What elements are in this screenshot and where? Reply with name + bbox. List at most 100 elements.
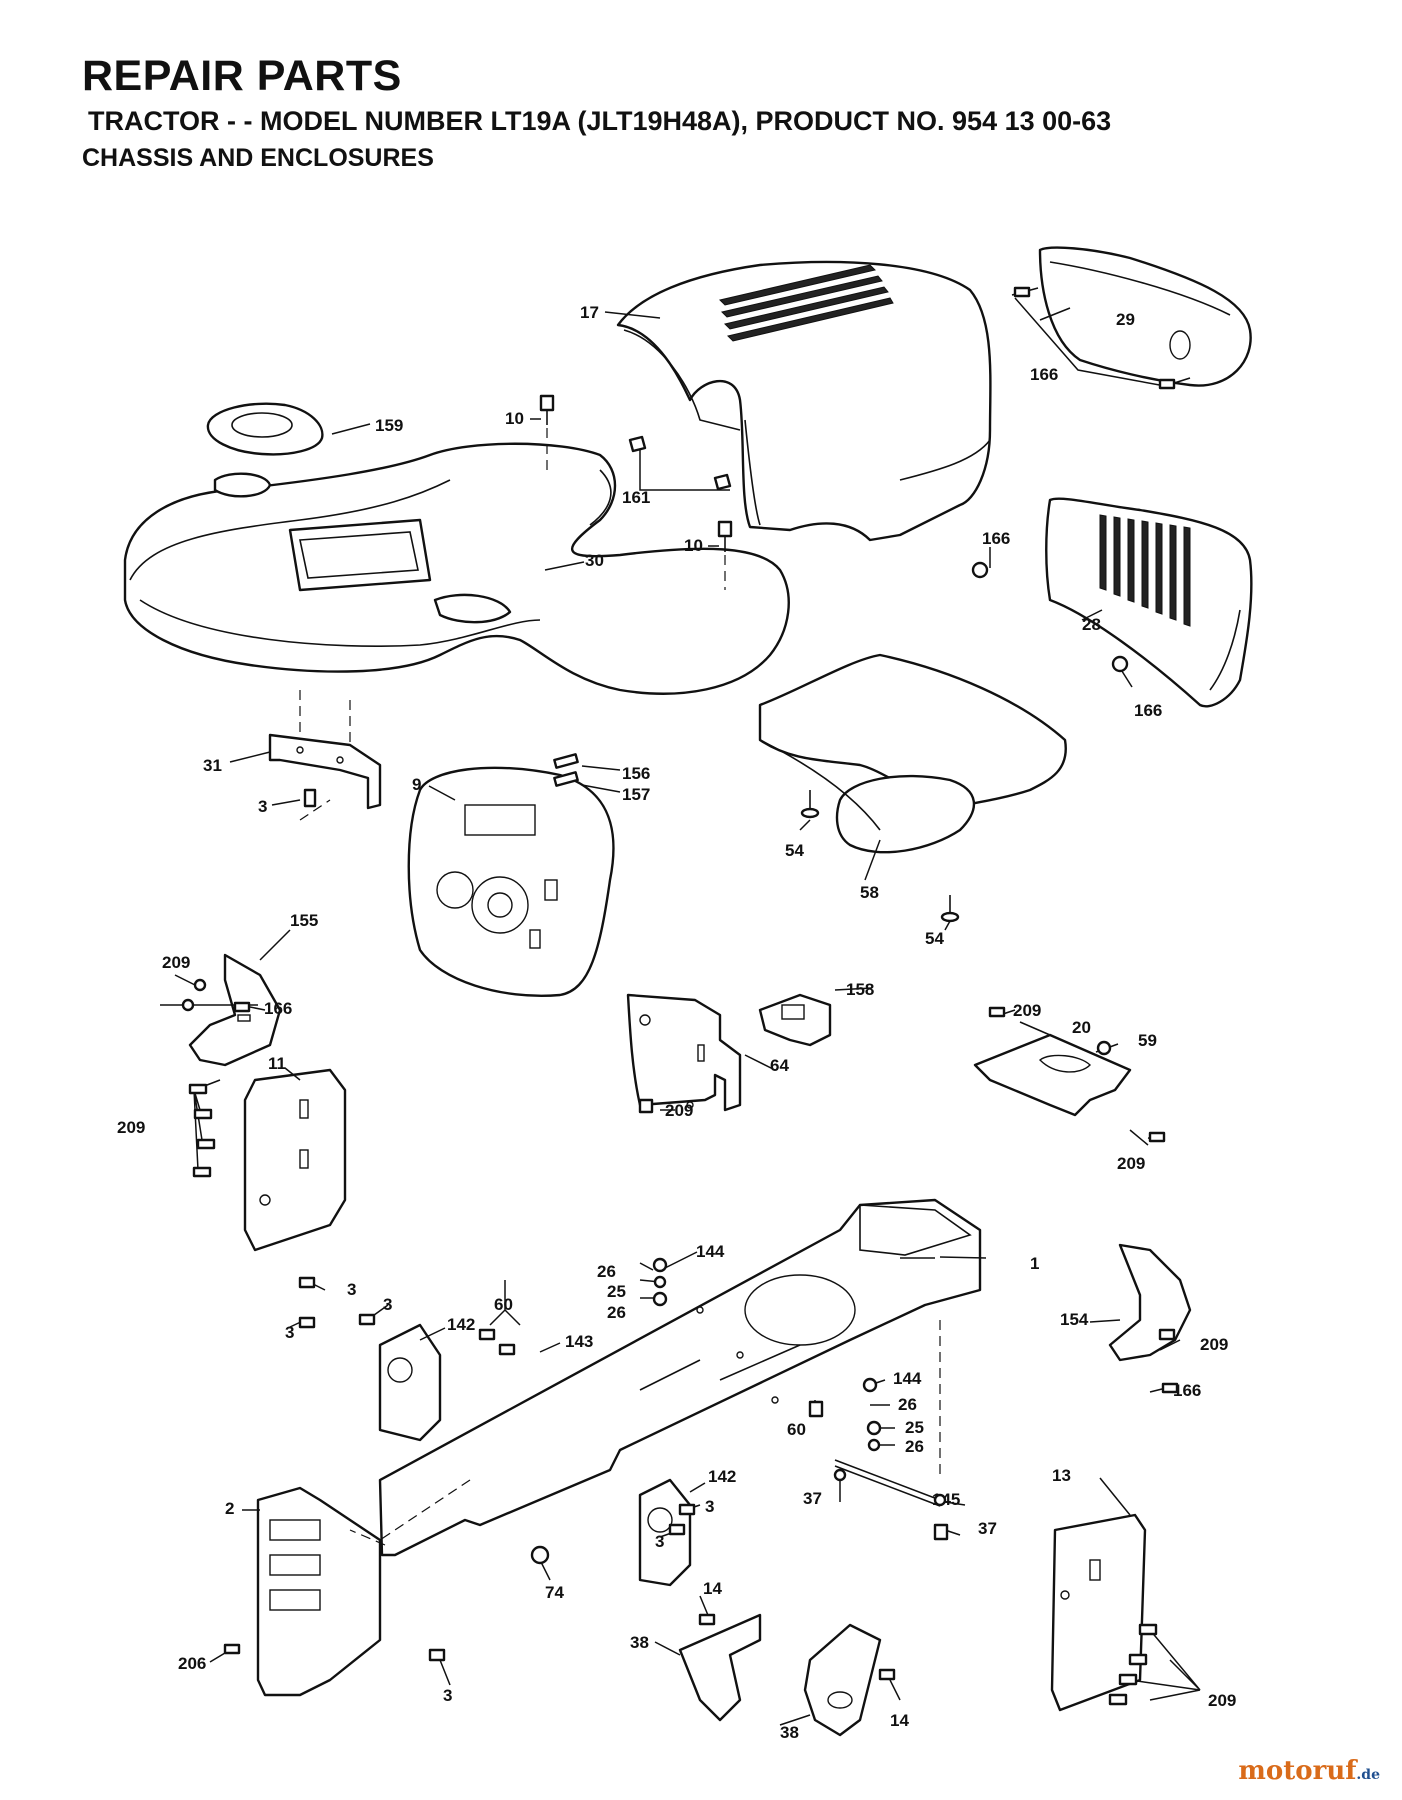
callout-label: 156 <box>622 764 650 783</box>
callout-label: 26 <box>597 1262 616 1281</box>
bracket-142a-part <box>378 1323 442 1442</box>
callout-label: 144 <box>893 1369 922 1388</box>
callout-label: 17 <box>580 303 599 322</box>
side-plate-13-part <box>1050 1513 1147 1712</box>
plate-20-part <box>973 1033 1132 1117</box>
callout-label: 166 <box>264 999 292 1018</box>
page-title: REPAIR PARTS <box>82 52 402 100</box>
leader-lines <box>160 297 1201 1726</box>
hood-vent-slots <box>719 264 894 342</box>
callout-label: 166 <box>1030 365 1058 384</box>
callout-label: 161 <box>622 488 650 507</box>
bracket-38a-part <box>678 1613 762 1722</box>
rod-145-part <box>834 1459 941 1507</box>
callout-label: 3 <box>258 797 267 816</box>
bolt-10b <box>717 520 733 590</box>
callout-label: 25 <box>905 1418 924 1437</box>
callout-label: 20 <box>1072 1018 1091 1037</box>
callout-label: 26 <box>607 1303 626 1322</box>
callout-label: 158 <box>846 980 874 999</box>
callout-label: 166 <box>982 529 1010 548</box>
callout-label: 142 <box>447 1315 475 1334</box>
callout-label: 206 <box>178 1654 206 1673</box>
callout-label: 166 <box>1173 1381 1201 1400</box>
steering-bracket-part <box>626 993 742 1112</box>
rear-grille-part <box>1045 497 1253 708</box>
callout-label: 38 <box>630 1633 649 1652</box>
callout-label: 29 <box>1116 310 1135 329</box>
callout-label: 9 <box>412 775 421 794</box>
bracket-158-part <box>758 993 832 1047</box>
battery-tray-part <box>758 653 1067 854</box>
callout-label: 1 <box>1030 1254 1039 1273</box>
callout-label: 209 <box>1200 1335 1228 1354</box>
callout-label: 209 <box>1013 1001 1041 1020</box>
side-plate-11-part <box>243 1068 347 1252</box>
bracket-142b-part <box>638 1478 692 1587</box>
callout-label: 28 <box>1082 615 1101 634</box>
callout-label: 3 <box>655 1532 664 1551</box>
callout-labels: 17 29 166 10 159 161 30 10 166 28 166 31… <box>117 303 1236 1742</box>
callout-label: 25 <box>607 1282 626 1301</box>
front-bracket-2-part <box>256 1486 382 1697</box>
callout-label: 11 <box>268 1054 286 1073</box>
bracket-154-part <box>1108 1243 1192 1362</box>
fender-bracket-part <box>268 690 382 810</box>
callout-label: 3 <box>443 1686 452 1705</box>
callout-label: 14 <box>703 1579 722 1598</box>
callout-label: 37 <box>803 1489 822 1508</box>
bracket-38b-part <box>803 1623 882 1737</box>
callout-label: 37 <box>978 1519 997 1538</box>
callout-label: 10 <box>505 409 524 428</box>
fasteners <box>181 286 1179 1706</box>
callout-label: 74 <box>545 1583 564 1602</box>
fender-part <box>123 442 790 695</box>
page-subtitle: TRACTOR - - MODEL NUMBER LT19A (JLT19H48… <box>88 106 1112 136</box>
callout-label: 54 <box>925 929 944 948</box>
callout-label: 10 <box>684 536 703 555</box>
callout-label: 30 <box>585 551 604 570</box>
callout-label: 58 <box>860 883 879 902</box>
callout-label: 209 <box>117 1118 145 1137</box>
callout-label: 38 <box>780 1723 799 1742</box>
grille-slots <box>1099 514 1191 627</box>
callout-label: 154 <box>1060 1310 1089 1329</box>
callout-label: 209 <box>665 1101 693 1120</box>
callout-label: 166 <box>1134 701 1162 720</box>
callout-label: 31 <box>203 756 222 775</box>
callout-label: 209 <box>1117 1154 1145 1173</box>
callout-label: 13 <box>1052 1466 1071 1485</box>
dash-labels-part <box>553 753 579 787</box>
callout-label: 142 <box>708 1467 736 1486</box>
fuel-cap-part <box>206 402 324 456</box>
screw-54a <box>800 790 820 819</box>
callout-label: 3 <box>347 1280 356 1299</box>
callout-label: 14 <box>890 1711 909 1730</box>
section-title: CHASSIS AND ENCLOSURES <box>82 144 434 172</box>
callout-label: 59 <box>1138 1031 1157 1050</box>
callout-label: 54 <box>785 841 804 860</box>
callout-label: 209 <box>1208 1691 1236 1710</box>
callout-label: 209 <box>162 953 190 972</box>
callout-label: 3 <box>285 1323 294 1342</box>
callout-label: 3 <box>383 1295 392 1314</box>
callout-label: 26 <box>905 1437 924 1456</box>
frame-1-part <box>378 1198 982 1557</box>
callout-label: 155 <box>290 911 318 930</box>
callout-label: 159 <box>375 416 403 435</box>
callout-label: 64 <box>770 1056 789 1075</box>
bolt-10a <box>539 394 555 470</box>
watermark-tld: .de <box>1356 1767 1380 1783</box>
screw-54b <box>940 895 960 923</box>
callout-label: 3 <box>705 1497 714 1516</box>
dash-panel-part <box>407 766 615 997</box>
callout-label: 26 <box>898 1395 917 1414</box>
watermark-brand: motoruf <box>1238 1756 1357 1786</box>
watermark-logo: motoruf.de <box>1238 1756 1380 1786</box>
callout-label: 143 <box>565 1332 593 1351</box>
hood-part <box>616 260 992 542</box>
callout-label: 157 <box>622 785 650 804</box>
callout-label: 60 <box>787 1420 806 1439</box>
callout-label: 144 <box>696 1242 725 1261</box>
